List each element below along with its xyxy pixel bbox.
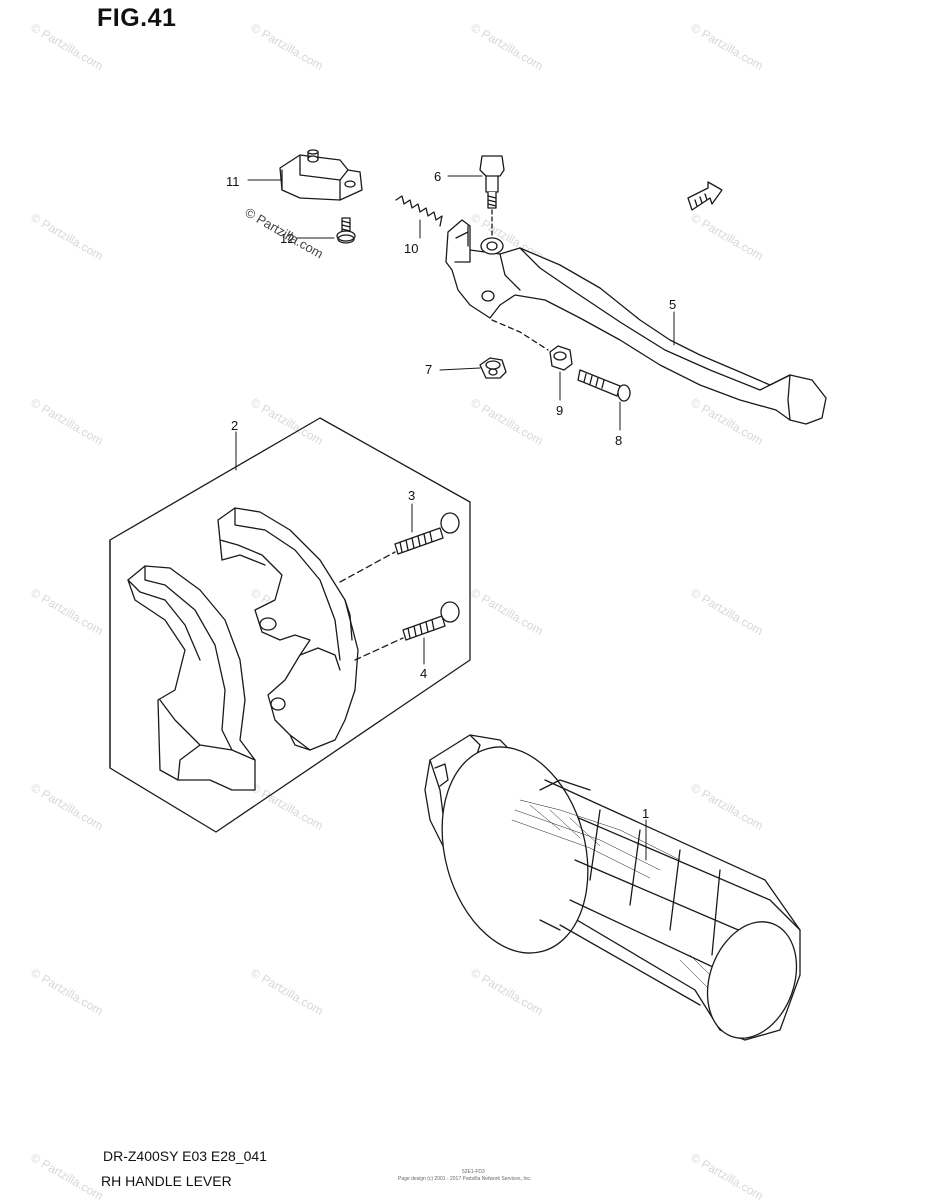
callout-2: 2 bbox=[231, 418, 238, 433]
callout-8: 8 bbox=[615, 433, 622, 448]
forward-arrow-icon bbox=[687, 181, 723, 211]
callout-4: 4 bbox=[420, 666, 427, 681]
copyright-notice: Page design (c) 2001 - 2017 Partzilla Ne… bbox=[398, 1176, 532, 1182]
overlay-watermark: © Partzilla.com bbox=[243, 205, 326, 262]
clamp-bolt-lower bbox=[354, 601, 460, 661]
watermark: © Partzilla.com bbox=[29, 965, 106, 1018]
watermark: © Partzilla.com bbox=[249, 780, 326, 833]
watermark: © Partzilla.com bbox=[689, 1150, 766, 1200]
callout-labels: 11 12 10 6 5 7 9 8 2 3 4 1 bbox=[226, 169, 676, 821]
callout-7: 7 bbox=[425, 362, 432, 377]
watermark: © Partzilla.com bbox=[469, 585, 546, 638]
front-brake-switch bbox=[279, 149, 363, 201]
right-clamp-half bbox=[217, 507, 359, 751]
callout-9: 9 bbox=[556, 403, 563, 418]
left-clamp-half bbox=[127, 565, 256, 791]
watermark: © Partzilla.com bbox=[29, 20, 106, 73]
watermark: © Partzilla.com bbox=[469, 965, 546, 1018]
callout-6: 6 bbox=[434, 169, 441, 184]
brake-lever bbox=[445, 219, 827, 425]
watermark: © Partzilla.com bbox=[29, 210, 106, 263]
watermark: © Partzilla.com bbox=[249, 20, 326, 73]
leader-lines bbox=[235, 175, 675, 861]
watermark: © Partzilla.com bbox=[469, 20, 546, 73]
throttle-grip bbox=[424, 734, 801, 1041]
drawing-code: 52E1-FD3 bbox=[462, 1169, 485, 1175]
kit-box bbox=[109, 417, 471, 833]
clamp-bolt-upper bbox=[339, 512, 460, 583]
watermark: © Partzilla.com bbox=[689, 210, 766, 263]
callout-11: 11 bbox=[226, 174, 240, 189]
watermark-layer: © Partzilla.com © Partzilla.com © Partzi… bbox=[29, 20, 766, 1200]
pivot-nut bbox=[549, 345, 573, 371]
watermark: © Partzilla.com bbox=[689, 20, 766, 73]
callout-10: 10 bbox=[404, 241, 418, 256]
watermark: © Partzilla.com bbox=[689, 585, 766, 638]
adjuster-bolt bbox=[577, 369, 631, 402]
watermark: © Partzilla.com bbox=[249, 965, 326, 1018]
lever-spring bbox=[395, 195, 443, 227]
watermark: © Partzilla.com bbox=[689, 780, 766, 833]
figure-title: FIG.41 bbox=[97, 4, 177, 32]
model-code: DR-Z400SY E03 E28_041 bbox=[103, 1148, 267, 1164]
watermark: © Partzilla.com bbox=[29, 1150, 106, 1200]
pivot-bolt bbox=[479, 155, 505, 241]
watermark: © Partzilla.com bbox=[469, 395, 546, 448]
dust-cap bbox=[479, 357, 507, 379]
callout-3: 3 bbox=[408, 488, 415, 503]
callout-12: 12 bbox=[280, 231, 294, 246]
watermark: © Partzilla.com bbox=[29, 395, 106, 448]
section-name: RH HANDLE LEVER bbox=[101, 1173, 232, 1189]
watermark: © Partzilla.com bbox=[29, 585, 106, 638]
callout-5: 5 bbox=[669, 297, 676, 312]
switch-screw bbox=[336, 217, 356, 244]
watermark: © Partzilla.com bbox=[29, 780, 106, 833]
callout-1: 1 bbox=[642, 806, 649, 821]
